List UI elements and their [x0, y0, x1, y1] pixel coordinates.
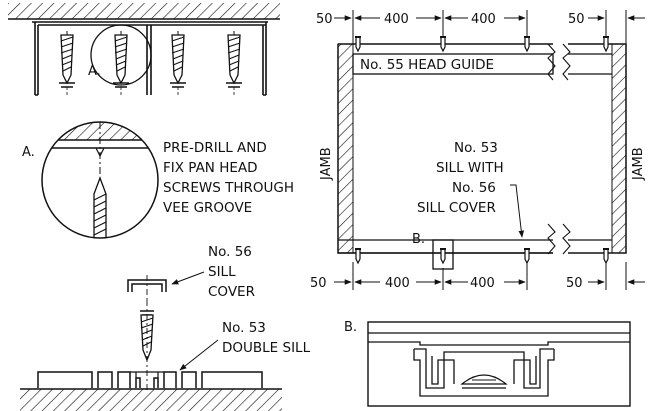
break-top-right: [562, 43, 571, 81]
screw-1: [58, 30, 76, 98]
frame-left: [337, 43, 553, 254]
detail-a-circle: [90, 24, 152, 86]
head-screw-3: [523, 36, 531, 52]
head-screw-2: [439, 36, 447, 52]
head-guide-label: No. 55 HEAD GUIDE: [360, 57, 494, 73]
detail-a-enlarged: A. PRE-DRILL AND FIX PAN HEAD SCREWS THR…: [22, 121, 298, 239]
top-dim-4: 50: [568, 12, 585, 27]
sill-cover-leader: [171, 271, 205, 285]
sill-with-cover-leader: [510, 184, 525, 238]
detail-a-label: A.: [22, 145, 35, 160]
left-jamb-hatch: [337, 43, 354, 254]
detail-b-frame: [367, 321, 631, 407]
sill-section-detail: No. 56 SILL COVER No. 53 DOUBLE SILL: [20, 244, 311, 411]
break-top-left: [547, 43, 556, 81]
elevation-view: 50 400 400 50 No. 55 HEAD GUIDE: [310, 10, 646, 291]
sill-screw-1: [354, 248, 362, 264]
callout-a-label: A.: [88, 64, 101, 79]
top-left-ceiling-detail: A.: [8, 3, 280, 98]
detail-b-sill-profile: [368, 332, 630, 397]
sill-screw-4: [602, 248, 610, 264]
bottom-dim-3: 400: [470, 276, 495, 291]
detail-a-note: PRE-DRILL AND FIX PAN HEAD SCREWS THROUG…: [163, 140, 298, 216]
screw-3: [169, 30, 187, 98]
sill-screw-2: [439, 248, 447, 264]
head-channel: [32, 21, 268, 96]
double-sill-profile: [37, 371, 263, 388]
bottom-dim-2: 400: [385, 276, 410, 291]
head-screw-4: [602, 36, 610, 52]
detail-b-section: B.: [344, 320, 631, 407]
double-sill-label: No. 53 DOUBLE SILL: [222, 320, 311, 356]
top-dim-3: 400: [471, 12, 496, 27]
floor-hatch: [20, 389, 282, 411]
detail-b-callout: B.: [412, 232, 425, 247]
sill-cover-label: No. 56 SILL COVER: [208, 244, 256, 300]
detail-b-screw-head: [460, 374, 508, 389]
top-dim-2: 400: [384, 12, 409, 27]
break-bottom-right: [562, 223, 571, 255]
right-jamb-hatch: [611, 43, 627, 254]
screw-2: [112, 30, 130, 98]
bottom-dim-1: 50: [310, 276, 327, 291]
jamb-left-label: JAMB: [319, 147, 334, 181]
detail-b-label: B.: [344, 320, 357, 335]
head-screw-1: [354, 36, 362, 52]
bottom-dim-4: 50: [566, 276, 583, 291]
sill-screw-3: [523, 248, 531, 264]
screw-4: [225, 30, 243, 98]
ceiling-hatch: [8, 3, 280, 19]
jamb-right-label: JAMB: [631, 147, 646, 181]
detail-a-circle-large: [41, 121, 159, 239]
sill-screw: [140, 300, 154, 392]
sill-with-cover-label: No. 53 SILL WITH No. 56 SILL COVER: [417, 140, 508, 216]
top-dim-1: 50: [316, 12, 333, 27]
break-bottom-left: [547, 223, 556, 255]
bottom-dimensions: 50 400 400 50: [310, 262, 645, 291]
double-sill-leader: [179, 339, 219, 371]
